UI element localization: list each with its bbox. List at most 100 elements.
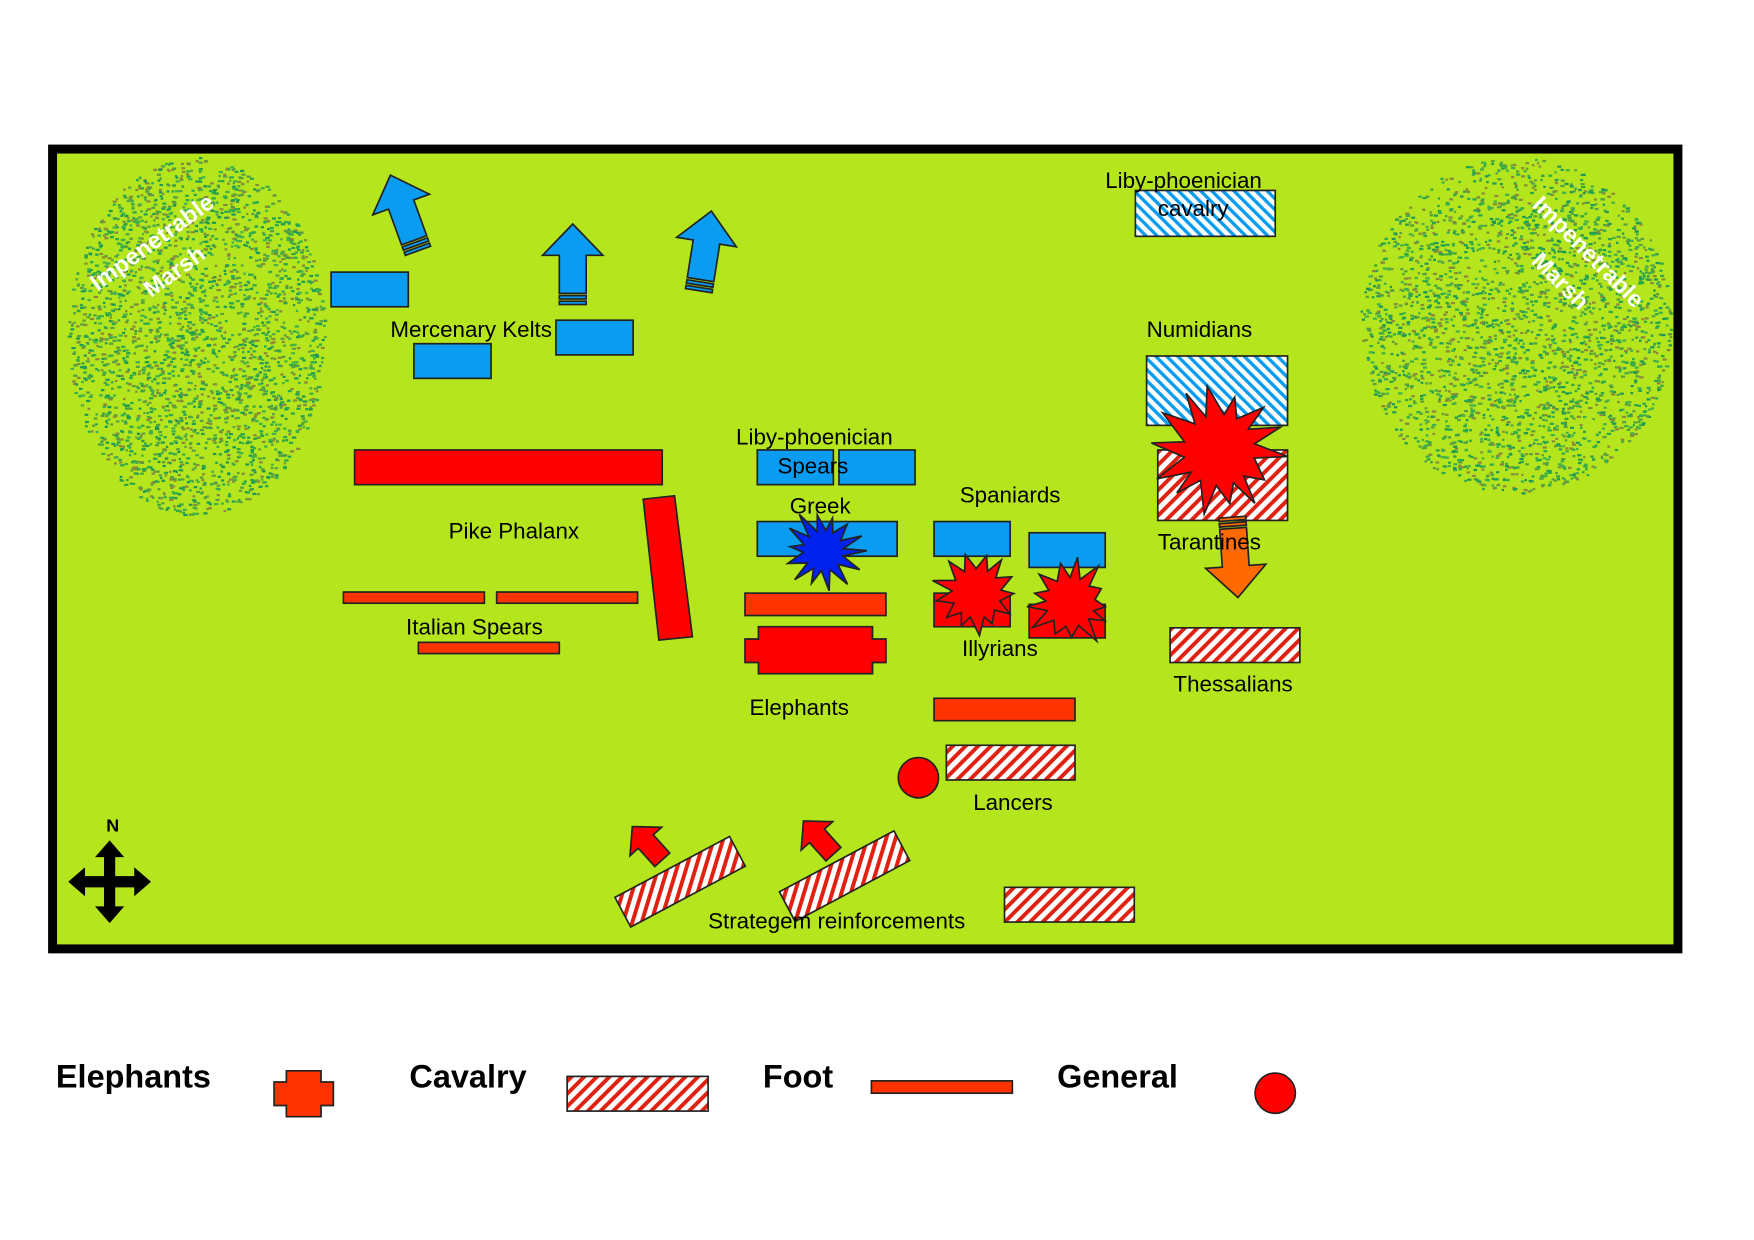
marsh-speckle (161, 372, 165, 375)
marsh-speckle (1657, 376, 1661, 380)
marsh-speckle (152, 311, 157, 314)
marsh-speckle (1574, 271, 1578, 274)
marsh-speckle (1468, 216, 1472, 219)
marsh-speckle (133, 220, 137, 224)
marsh-speckle (296, 247, 300, 250)
marsh-speckle (1518, 339, 1524, 342)
marsh-speckle (1398, 392, 1403, 395)
marsh-speckle (1443, 313, 1447, 316)
marsh-speckle (1473, 209, 1477, 212)
marsh-speckle (105, 441, 109, 444)
marsh-speckle (1639, 275, 1642, 279)
marsh-speckle (268, 315, 272, 318)
marsh-speckle (231, 241, 234, 244)
marsh-speckle (1416, 440, 1420, 443)
marsh-speckle (194, 329, 198, 332)
marsh-speckle (1419, 397, 1424, 400)
marsh-speckle (227, 210, 232, 213)
marsh-speckle (1524, 478, 1528, 482)
marsh-speckle (233, 292, 237, 295)
marsh-speckle (169, 291, 174, 295)
marsh-speckle (189, 331, 193, 335)
marsh-speckle (165, 231, 169, 235)
marsh-speckle (216, 201, 219, 204)
marsh-speckle (228, 208, 233, 212)
marsh-speckle (1418, 346, 1423, 349)
marsh-speckle (1535, 254, 1539, 257)
marsh-speckle (1408, 404, 1413, 408)
marsh-speckle (1629, 269, 1634, 273)
marsh-speckle (102, 234, 107, 237)
marsh-speckle (287, 277, 292, 280)
marsh-speckle (1446, 231, 1450, 234)
marsh-speckle (235, 299, 240, 303)
marsh-speckle (116, 441, 121, 444)
marsh-speckle (1542, 304, 1547, 307)
marsh-speckle (315, 288, 320, 291)
marsh-speckle (1594, 466, 1597, 469)
marsh-speckle (118, 285, 122, 288)
marsh-speckle (137, 437, 141, 441)
marsh-speckle (1424, 407, 1428, 410)
marsh-speckle (1616, 339, 1621, 342)
marsh-speckle (275, 220, 280, 224)
marsh-speckle (254, 317, 259, 321)
marsh-speckle (151, 284, 156, 288)
marsh-speckle (1426, 228, 1430, 231)
marsh-speckle (1539, 290, 1544, 294)
marsh-speckle (263, 373, 267, 376)
marsh-speckle (189, 246, 192, 250)
marsh-speckle (1467, 362, 1471, 365)
marsh-speckle (102, 405, 106, 409)
marsh-speckle (110, 387, 114, 390)
marsh-speckle (86, 274, 91, 277)
marsh-speckle (181, 428, 186, 431)
marsh-speckle (1622, 317, 1627, 321)
marsh-speckle (1411, 301, 1415, 304)
marsh-speckle (230, 203, 233, 206)
marsh-speckle (265, 317, 269, 320)
marsh-speckle (1521, 492, 1526, 495)
marsh-speckle (1465, 418, 1469, 422)
marsh-speckle (1625, 351, 1628, 354)
marsh-speckle (1664, 317, 1669, 320)
marsh-speckle (1433, 250, 1438, 253)
marsh-speckle (1636, 325, 1641, 329)
marsh-speckle (1634, 217, 1638, 221)
marsh-speckle (1398, 235, 1401, 239)
marsh-speckle (1498, 452, 1503, 455)
marsh-speckle (262, 416, 266, 419)
marsh-speckle (217, 216, 222, 219)
marsh-speckle (1481, 468, 1485, 471)
marsh-speckle (70, 367, 75, 370)
marsh-speckle (1493, 334, 1497, 337)
marsh-speckle (1582, 415, 1587, 419)
marsh-speckle (1655, 261, 1660, 265)
marsh-speckle (1467, 225, 1471, 228)
marsh-speckle (1512, 317, 1517, 320)
marsh-speckle (1453, 261, 1458, 265)
marsh-speckle (296, 270, 300, 274)
marsh-speckle (1375, 291, 1380, 294)
marsh-speckle (94, 264, 99, 267)
marsh-speckle (1548, 404, 1553, 407)
marsh-speckle (1429, 214, 1433, 217)
marsh-speckle (1481, 308, 1486, 311)
marsh-speckle (1636, 350, 1640, 353)
marsh-speckle (163, 334, 167, 337)
marsh-speckle (1415, 295, 1419, 298)
marsh-speckle (217, 397, 221, 400)
marsh-speckle (1607, 326, 1611, 330)
marsh-speckle (158, 474, 163, 477)
marsh-speckle (1624, 361, 1629, 364)
marsh-speckle (105, 338, 108, 341)
marsh-speckle (1438, 324, 1443, 328)
marsh-speckle (147, 186, 151, 189)
marsh-speckle (302, 280, 306, 284)
marsh-speckle (168, 420, 173, 423)
marsh-speckle (304, 331, 308, 334)
marsh-speckle (1533, 256, 1537, 260)
marsh-speckle (124, 321, 129, 324)
marsh-speckle (1487, 338, 1492, 342)
marsh-speckle (1381, 294, 1384, 297)
